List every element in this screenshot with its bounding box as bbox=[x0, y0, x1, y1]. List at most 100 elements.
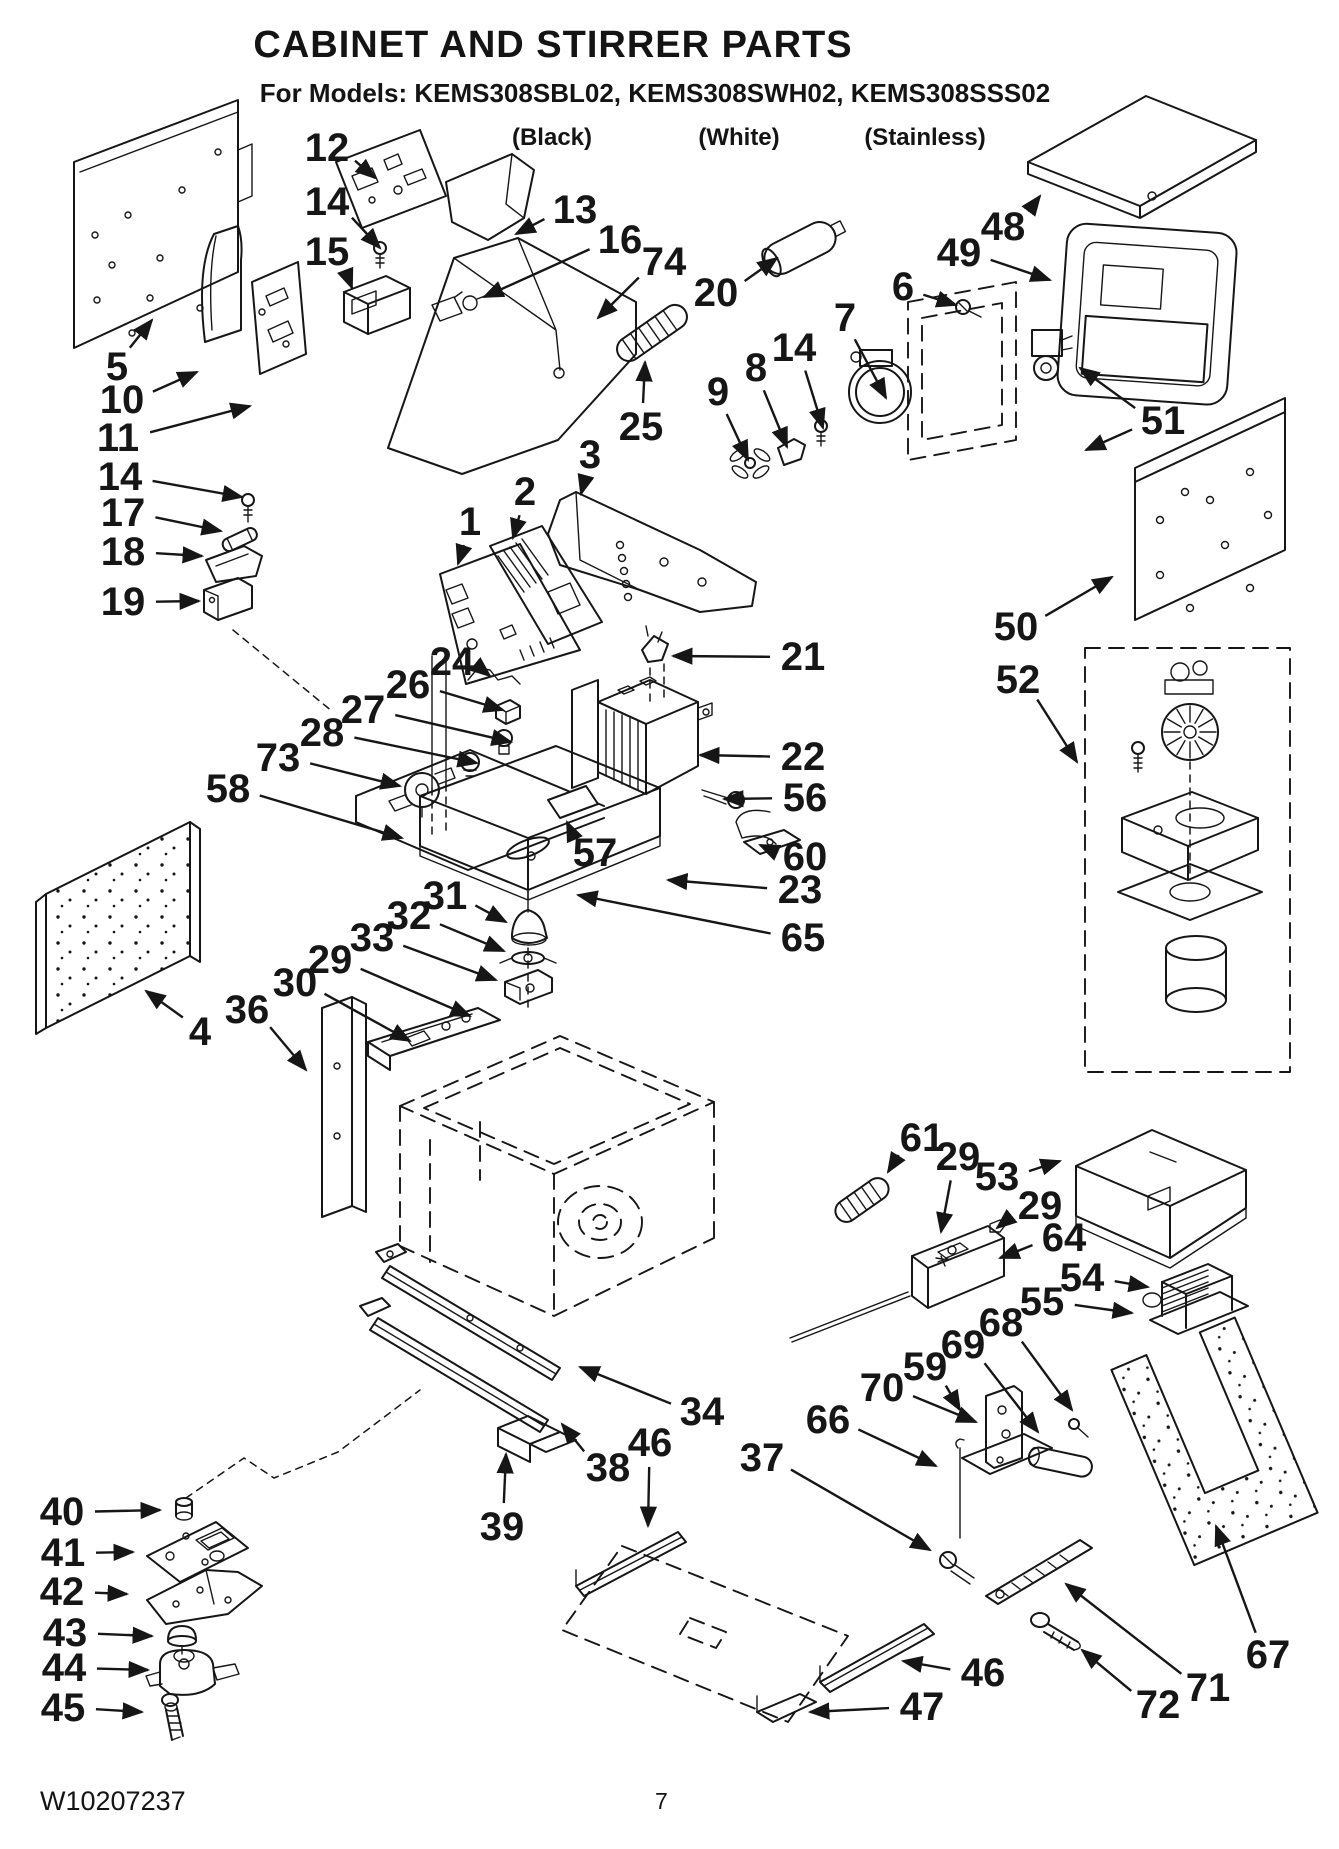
part-callout-51: 51 bbox=[1078, 366, 1185, 452]
tray-foot-part47 bbox=[756, 1693, 817, 1723]
thermal-cutout-part8 bbox=[777, 438, 806, 466]
part-callout-43: 43 bbox=[43, 1611, 155, 1655]
relay-board-part1 bbox=[439, 543, 581, 685]
part-callout-17: 17 bbox=[101, 491, 224, 536]
rear-panel-part5 bbox=[73, 99, 253, 349]
blower-cover-part53 bbox=[1075, 1129, 1247, 1269]
part-number-46: 46 bbox=[961, 1651, 1006, 1695]
part-number-12: 12 bbox=[305, 126, 350, 170]
part-number-58: 58 bbox=[206, 767, 251, 811]
part-number-34: 34 bbox=[680, 1390, 725, 1434]
part-number-14: 14 bbox=[98, 455, 143, 499]
part-number-55: 55 bbox=[1020, 1280, 1065, 1324]
part-number-9: 9 bbox=[707, 370, 729, 414]
part-number-70: 70 bbox=[860, 1366, 905, 1410]
part-callout-2: 2 bbox=[510, 470, 536, 541]
part-callout-54: 54 bbox=[1060, 1256, 1151, 1300]
part-number-59: 59 bbox=[903, 1345, 948, 1389]
part-number-69: 69 bbox=[941, 1323, 986, 1367]
ground-clip-part60 bbox=[735, 809, 801, 855]
part-callout-7: 7 bbox=[834, 296, 888, 400]
screw-part72 bbox=[1030, 1612, 1081, 1651]
screw-part14-left bbox=[241, 493, 255, 523]
part-number-61: 61 bbox=[900, 1116, 945, 1160]
part-number-38: 38 bbox=[586, 1446, 631, 1490]
part-number-40: 40 bbox=[40, 1490, 85, 1534]
part-number-60: 60 bbox=[783, 835, 828, 879]
part-callout-41: 41 bbox=[41, 1531, 136, 1575]
air-guide-part10 bbox=[201, 225, 243, 343]
part-number-10: 10 bbox=[100, 378, 145, 422]
part-number-21: 21 bbox=[781, 635, 826, 679]
part-callout-68: 68 bbox=[979, 1301, 1074, 1412]
part-callout-11: 11 bbox=[97, 402, 253, 460]
part-callout-8: 8 bbox=[745, 346, 789, 449]
part-number-32: 32 bbox=[387, 894, 432, 938]
part-number-11: 11 bbox=[97, 416, 139, 460]
part-number-13: 13 bbox=[553, 188, 598, 232]
part-callout-1: 1 bbox=[455, 500, 481, 567]
part-callout-42: 42 bbox=[40, 1570, 130, 1614]
part-callout-32: 32 bbox=[387, 894, 506, 953]
waveguide-cover-part23-65 bbox=[419, 745, 661, 901]
part-number-68: 68 bbox=[979, 1301, 1024, 1345]
part-callout-37: 37 bbox=[740, 1436, 932, 1552]
part-number-4: 4 bbox=[189, 1010, 212, 1054]
part-callout-6: 6 bbox=[892, 265, 959, 309]
part-callout-26: 26 bbox=[386, 663, 506, 713]
clamp-ring-part7 bbox=[848, 349, 912, 424]
part-number-50: 50 bbox=[994, 605, 1039, 649]
part-callout-70: 70 bbox=[860, 1366, 978, 1424]
part-callout-38: 38 bbox=[560, 1422, 631, 1490]
screw-part68 bbox=[1068, 1418, 1089, 1438]
hv-transformer-part22 bbox=[571, 676, 713, 795]
support-bracket-part70 bbox=[961, 1385, 1053, 1475]
part-callout-49: 49 bbox=[937, 231, 1053, 282]
mounting-rail-part38 bbox=[359, 1297, 549, 1433]
board-bracket-part13 bbox=[445, 153, 535, 241]
part-callout-74: 74 bbox=[596, 240, 687, 320]
fuse-part17 bbox=[221, 527, 258, 553]
part-number-3: 3 bbox=[579, 433, 601, 477]
part-callout-67: 67 bbox=[1214, 1523, 1290, 1677]
part-callout-10: 10 bbox=[100, 370, 199, 422]
part-callout-33: 33 bbox=[350, 916, 499, 982]
part-callout-4: 4 bbox=[144, 989, 212, 1054]
part-number-54: 54 bbox=[1060, 1256, 1105, 1300]
part-callout-48: 48 bbox=[981, 194, 1042, 249]
part-number-18: 18 bbox=[101, 530, 146, 574]
part-number-28: 28 bbox=[300, 711, 345, 755]
part-number-30: 30 bbox=[273, 961, 318, 1005]
part-callout-65: 65 bbox=[575, 890, 825, 960]
part-callout-3: 3 bbox=[577, 433, 601, 497]
wire-rod-part66 bbox=[955, 1438, 965, 1539]
part-callout-47: 47 bbox=[807, 1685, 944, 1729]
part-number-22: 22 bbox=[781, 735, 826, 779]
part-callout-57: 57 bbox=[565, 820, 617, 875]
part-number-71: 71 bbox=[1186, 1666, 1231, 1710]
exhaust-duct-part74 bbox=[387, 237, 637, 475]
part-callout-39: 39 bbox=[480, 1451, 524, 1549]
gasket-plate-part42 bbox=[146, 1569, 263, 1625]
part-number-17: 17 bbox=[101, 491, 146, 535]
part-number-31: 31 bbox=[423, 874, 468, 918]
part-callout-24: 24 bbox=[430, 640, 492, 684]
part-callout-21: 21 bbox=[670, 635, 826, 679]
part-number-66: 66 bbox=[806, 1398, 851, 1442]
part-number-45: 45 bbox=[41, 1686, 86, 1730]
part-callout-13: 13 bbox=[514, 188, 598, 236]
trim-channel-part36 bbox=[321, 996, 367, 1218]
mounting-bracket-part3 bbox=[547, 491, 757, 613]
page-number: 7 bbox=[655, 1788, 668, 1814]
part-callout-25: 25 bbox=[619, 359, 663, 449]
page-title: CABINET AND STIRRER PARTS bbox=[253, 24, 853, 66]
spring-part25 bbox=[616, 303, 688, 363]
part-callout-5: 5 bbox=[106, 318, 154, 389]
part-callout-44: 44 bbox=[42, 1646, 151, 1690]
part-number-33: 33 bbox=[350, 916, 395, 960]
part-number-29: 29 bbox=[308, 938, 353, 982]
part-number-72: 72 bbox=[1136, 1683, 1181, 1727]
screw-part14-top bbox=[373, 241, 387, 269]
part-number-14: 14 bbox=[772, 326, 817, 370]
part-callout-46: 46 bbox=[628, 1421, 672, 1529]
